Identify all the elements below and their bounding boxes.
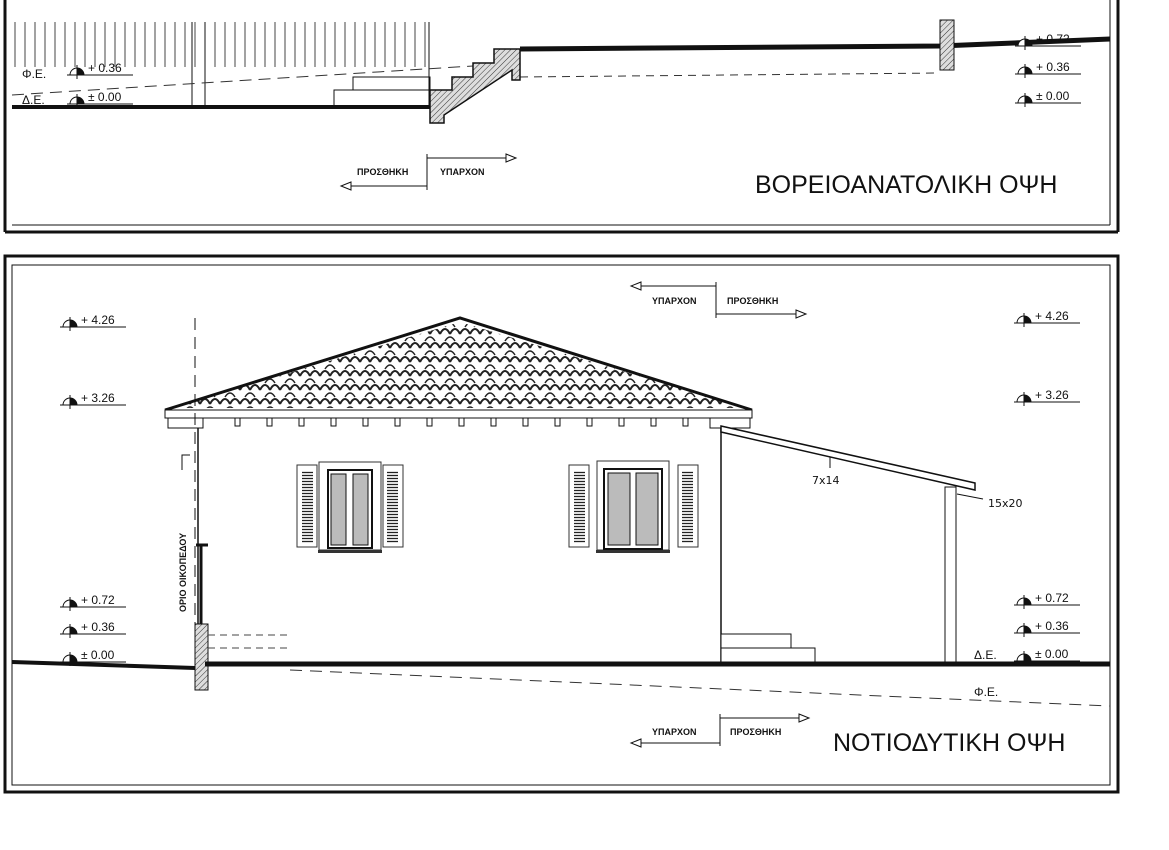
svg-text:ΠΡΟΣΘΗΚΗ: ΠΡΟΣΘΗΚΗ [730,727,781,737]
svg-text:+ 0.72: + 0.72 [81,593,115,607]
northeast-elevation: Φ.Ε. Δ.Ε. + 0.36 ± 0.00 + 0.72 + 0.36 ± … [3,0,1120,234]
roof-tiles [172,322,745,408]
svg-text:+ 0.36: + 0.36 [1035,619,1069,633]
svg-text:± 0.00: ± 0.00 [1035,647,1069,661]
svg-text:+ 0.36: + 0.36 [1036,60,1070,74]
svg-text:± 0.00: ± 0.00 [81,648,115,662]
svg-text:+ 0.36: + 0.36 [88,61,122,75]
level-marker: + 0.72 [59,593,127,612]
level-marker: ± 0.00 [1014,89,1082,108]
fe-label: Φ.Ε. [22,67,46,81]
canopy-post [944,486,957,663]
de-label: Δ.Ε. [974,648,997,662]
beam-dimension: 7x14 [812,474,840,487]
post-dimension: 15x20 [988,497,1023,510]
svg-text:ΥΠΑΡΧΟΝ: ΥΠΑΡΧΟΝ [652,296,697,306]
elevation-title: ΝΟΤΙΟΔΥΤΙΚΗ ΟΨΗ [833,729,1065,757]
fe-label: Φ.Ε. [974,685,998,699]
level-marker: ± 0.00 [59,648,127,667]
svg-text:ΥΠΑΡΧΟΝ: ΥΠΑΡΧΟΝ [440,167,485,177]
svg-text:ΠΡΟΣΘΗΚΗ: ΠΡΟΣΘΗΚΗ [727,296,778,306]
wall-section [939,19,955,71]
natural-ground-line [289,669,1111,707]
fence-railing [12,22,429,67]
level-marker: + 4.26 [59,313,127,332]
elevation-title: ΒΟΡΕΙΟΑΝΑΤΟΛΙΚΗ ΟΨΗ [755,171,1057,199]
level-marker: ± 0.00 [66,90,134,109]
direction-arrows: ΠΡΟΣΘΗΚΗ ΥΠΑΡΧΟΝ [339,153,518,191]
svg-text:+ 0.72: + 0.72 [1036,32,1070,46]
direction-arrows: ΥΠΑΡΧΟΝ ΠΡΟΣΘΗΚΗ [629,281,808,319]
canopy [720,425,976,491]
level-marker: + 0.36 [66,61,134,80]
boundary-label: ΟΡΙΟ ΟΙΚΟΠΕΔΟΥ [178,533,188,612]
svg-text:+ 0.36: + 0.36 [81,620,115,634]
boundary-post [194,623,209,691]
svg-text:ΠΡΟΣΘΗΚΗ: ΠΡΟΣΘΗΚΗ [357,167,408,177]
svg-text:± 0.00: ± 0.00 [88,90,122,104]
level-marker: + 0.36 [1014,60,1082,79]
level-marker: + 4.26 [1013,309,1081,328]
southwest-elevation: 7x14 15x20 ΟΡΙΟ ΟΙΚΟΠΕΔΟΥ [3,254,1120,794]
svg-text:+ 3.26: + 3.26 [1035,388,1069,402]
svg-text:+ 4.26: + 4.26 [1035,309,1069,323]
level-marker: + 0.36 [1013,619,1081,638]
svg-text:+ 3.26: + 3.26 [81,391,115,405]
level-marker: + 0.72 [1014,32,1082,51]
de-label: Δ.Ε. [22,93,45,107]
level-marker: ± 0.00 [1013,647,1081,666]
level-marker: + 0.72 [1013,591,1081,610]
window [296,461,404,553]
level-marker: + 3.26 [59,391,127,410]
svg-text:+ 0.72: + 0.72 [1035,591,1069,605]
level-marker: + 3.26 [1013,388,1081,407]
svg-text:± 0.00: ± 0.00 [1036,89,1070,103]
direction-arrows: ΥΠΑΡΧΟΝ ΠΡΟΣΘΗΚΗ [629,713,811,748]
svg-text:+ 4.26: + 4.26 [81,313,115,327]
window [568,460,699,553]
svg-text:ΥΠΑΡΧΟΝ: ΥΠΑΡΧΟΝ [652,727,697,737]
stair-section [429,48,521,124]
level-marker: + 0.36 [59,620,127,639]
